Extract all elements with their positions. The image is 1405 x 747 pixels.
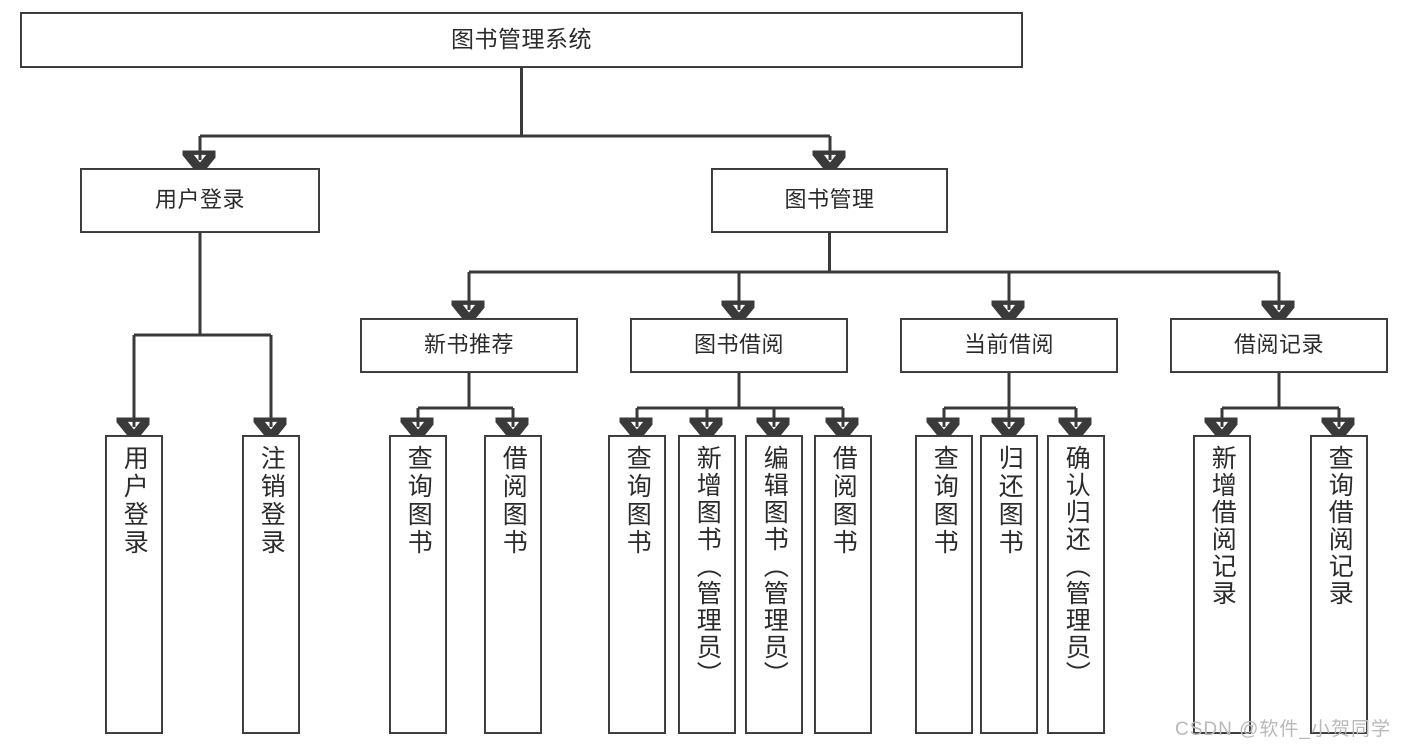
node-leaf-user-logout[interactable]: 注销登录 [242,435,300,734]
node-label: 用户登录 [120,445,149,557]
edge-userlogin-to-leaves [134,233,271,427]
node-system-root[interactable]: 图书管理系统 [20,12,1023,68]
node-book-borrowing[interactable]: 图书借阅 [630,318,848,373]
node-label: 新增借阅记录 [1208,445,1237,607]
node-leaf-add-borrow-record[interactable]: 新增借阅记录 [1193,435,1251,734]
node-label: 图书借阅 [693,332,784,358]
edge-bookborrow-to-leaves [637,373,843,427]
node-label: 编辑图书（管理员） [760,445,789,688]
node-label: 注销登录 [257,445,286,557]
node-label: 查询图书 [623,445,652,557]
node-leaf-borrow-book[interactable]: 借阅图书 [814,435,872,734]
node-label: 借阅记录 [1233,332,1324,358]
node-leaf-query-book-borrow[interactable]: 查询图书 [608,435,666,734]
node-label: 借阅图书 [499,445,528,557]
node-leaf-query-book-rec[interactable]: 查询图书 [389,435,447,734]
node-label: 图书管理 [784,187,875,213]
node-leaf-borrow-book-rec[interactable]: 借阅图书 [484,435,542,734]
node-label: 确认归还（管理员） [1062,445,1091,688]
node-leaf-return-book[interactable]: 归还图书 [980,435,1038,734]
node-label: 查询借阅记录 [1325,445,1354,607]
node-borrowing-record[interactable]: 借阅记录 [1170,318,1388,373]
node-leaf-add-book-admin[interactable]: 新增图书（管理员） [678,435,736,734]
watermark-text: CSDN @软件_小贺同学 [1175,719,1391,740]
node-leaf-edit-book-admin[interactable]: 编辑图书（管理员） [745,435,803,734]
node-leaf-query-book-current[interactable]: 查询图书 [915,435,973,734]
edge-bookmgmt-to-level2 [469,233,1279,310]
edge-root-to-level1 [200,68,830,160]
node-new-book-recommendation[interactable]: 新书推荐 [360,318,578,373]
node-leaf-confirm-return-admin[interactable]: 确认归还（管理员） [1047,435,1105,734]
node-book-management[interactable]: 图书管理 [711,168,948,233]
node-current-borrowing[interactable]: 当前借阅 [900,318,1118,373]
node-label: 当前借阅 [963,332,1054,358]
node-label: 图书管理系统 [451,26,592,53]
edge-loanrecord-to-leaves [1222,373,1339,427]
node-label: 归还图书 [995,445,1024,557]
node-label: 新增图书（管理员） [693,445,722,688]
node-label: 借阅图书 [829,445,858,557]
node-leaf-query-borrow-record[interactable]: 查询借阅记录 [1310,435,1368,734]
node-label: 用户登录 [154,187,245,213]
node-user-login[interactable]: 用户登录 [80,168,320,233]
node-label: 查询图书 [404,445,433,557]
edge-currentloan-to-leaves [944,373,1076,427]
node-label: 新书推荐 [423,332,514,358]
node-leaf-user-login[interactable]: 用户登录 [105,435,163,734]
node-label: 查询图书 [930,445,959,557]
edge-newbook-to-leaves [418,373,513,427]
